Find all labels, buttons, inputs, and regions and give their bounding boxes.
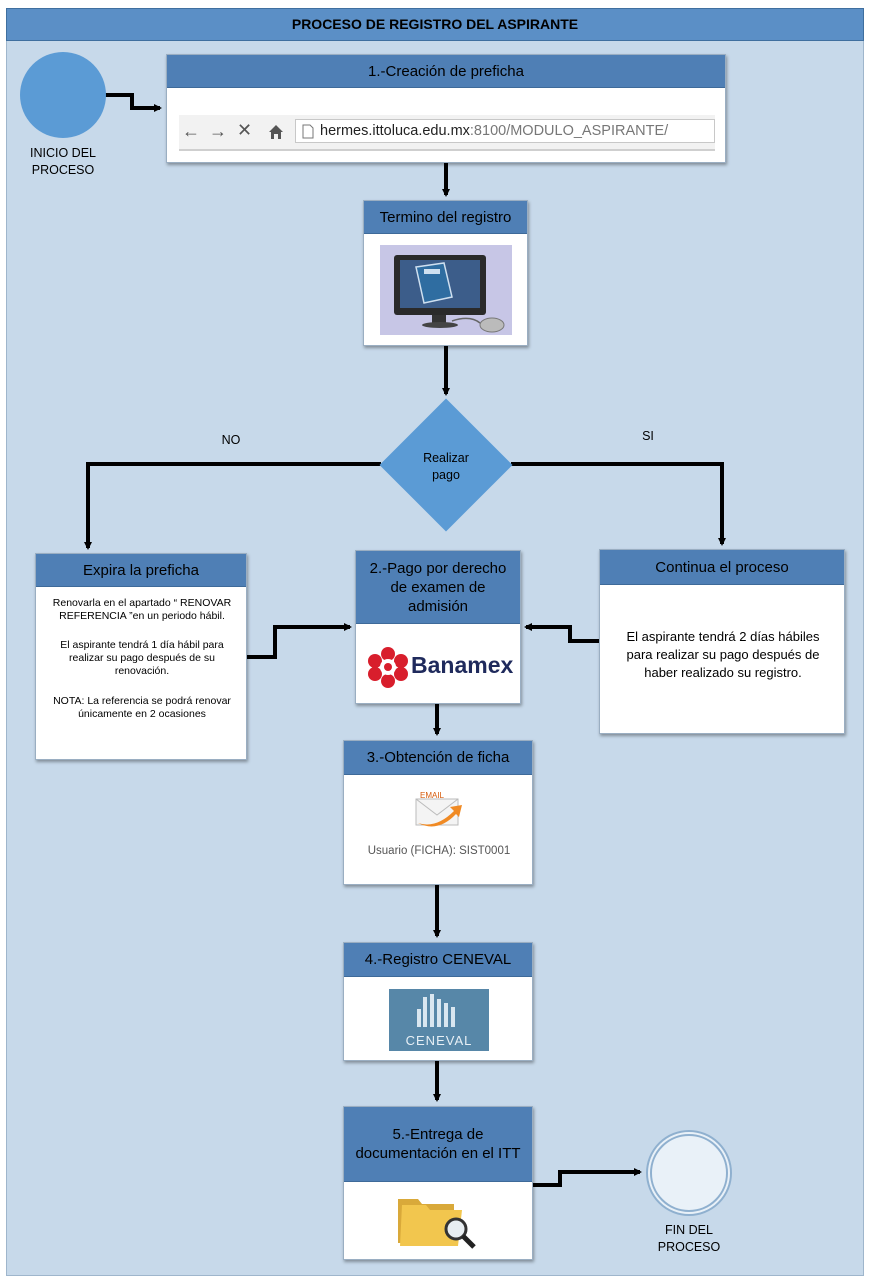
connector-start-to-prefecha xyxy=(104,93,162,112)
step-termino-header: Termino del registro xyxy=(364,201,527,234)
monitor-image xyxy=(380,245,512,335)
user-ficha-text: Usuario (FICHA): SIST0001 xyxy=(367,845,511,857)
step-continua-header: Continua el proceso xyxy=(600,550,844,585)
step-ceneval: 4.-Registro CENEVAL CENEVAL xyxy=(343,942,533,1061)
monitor-icon xyxy=(394,255,505,333)
banamex-wordmark: Banamex xyxy=(411,652,514,678)
address-field[interactable]: hermes.ittoluca.edu.mx:8100/MODULO_ASPIR… xyxy=(295,119,715,143)
decision-label: Realizar pago xyxy=(423,451,469,482)
continua-text: El aspirante tendrá 2 días hábiles para … xyxy=(626,629,820,680)
step-entrega-header: 5.-Entrega de documentación en el ITT xyxy=(344,1107,532,1182)
forward-arrow-icon: → xyxy=(209,121,227,141)
page-icon xyxy=(302,124,314,139)
start-label: INICIO DEL PROCESO xyxy=(30,146,96,177)
step-continua: Continua el proceso El aspirante tendrá … xyxy=(599,549,845,734)
step-pago-header: 2.-Pago por derecho de examen de admisió… xyxy=(356,551,520,624)
decision-si-label: SI xyxy=(642,429,654,443)
expira-text-3: NOTA: La referencia se podrá renovar úni… xyxy=(53,695,231,720)
end-label: FIN DEL PROCESO xyxy=(657,1223,721,1254)
back-arrow-icon: ← xyxy=(182,121,200,141)
step-entrega: 5.-Entrega de documentación en el ITT xyxy=(343,1106,533,1260)
svg-text:EMAIL: EMAIL xyxy=(420,791,445,800)
home-icon xyxy=(269,125,283,139)
close-icon: ✕ xyxy=(237,120,253,140)
end-circle xyxy=(646,1130,732,1216)
banamex-logo-icon xyxy=(368,647,408,688)
step-pago: 2.-Pago por derecho de examen de admisió… xyxy=(355,550,521,704)
banamex-logo: Banamex xyxy=(366,643,514,691)
url-host: hermes.ittoluca.edu.mx xyxy=(320,123,470,139)
connector-decision-no xyxy=(84,462,381,550)
decision-no-label: NO xyxy=(221,433,241,447)
step-ficha: 3.-Obtención de ficha EMAIL Usuario (FIC… xyxy=(343,740,533,885)
connector-decision-si xyxy=(511,462,726,546)
step-ceneval-header: 4.-Registro CENEVAL xyxy=(344,943,532,977)
connector-expira-to-pago xyxy=(247,623,352,659)
magnifier-icon xyxy=(444,1217,476,1249)
browser-bar: ← → ✕ hermes.ittoluca.edu.mx:8100/MODULO… xyxy=(179,115,715,151)
url-path: :8100/MODULO_ASPIRANTE/ xyxy=(469,123,669,139)
step-expira: Expira la preficha Renovarla en el apart… xyxy=(35,553,247,760)
ceneval-logo-icon xyxy=(417,994,455,1027)
ceneval-logo-text: CENEVAL xyxy=(405,1033,473,1048)
step-expira-header: Expira la preficha xyxy=(36,554,246,587)
step-prefecha-header: 1.-Creación de preficha xyxy=(167,55,725,88)
expira-text-2: El aspirante tendrá 1 día hábil para rea… xyxy=(60,639,224,677)
ceneval-logo: CENEVAL xyxy=(389,989,489,1051)
folder-icon xyxy=(398,1199,476,1249)
start-circle xyxy=(20,52,106,138)
mouse-icon xyxy=(479,317,505,333)
connector-entrega-to-end xyxy=(533,1168,642,1187)
step-termino: Termino del registro xyxy=(363,200,528,346)
expira-text-1: Renovarla en el apartado “ RENOVAR REFER… xyxy=(52,597,232,622)
step-ficha-header: 3.-Obtención de ficha xyxy=(344,741,532,775)
diagram-title: PROCESO DE REGISTRO DEL ASPIRANTE xyxy=(6,8,864,41)
step-prefecha: 1.-Creación de preficha ← → ✕ hermes.itt… xyxy=(166,54,726,163)
connector-continua-to-pago xyxy=(524,623,599,643)
email-icon: EMAIL xyxy=(415,791,462,827)
